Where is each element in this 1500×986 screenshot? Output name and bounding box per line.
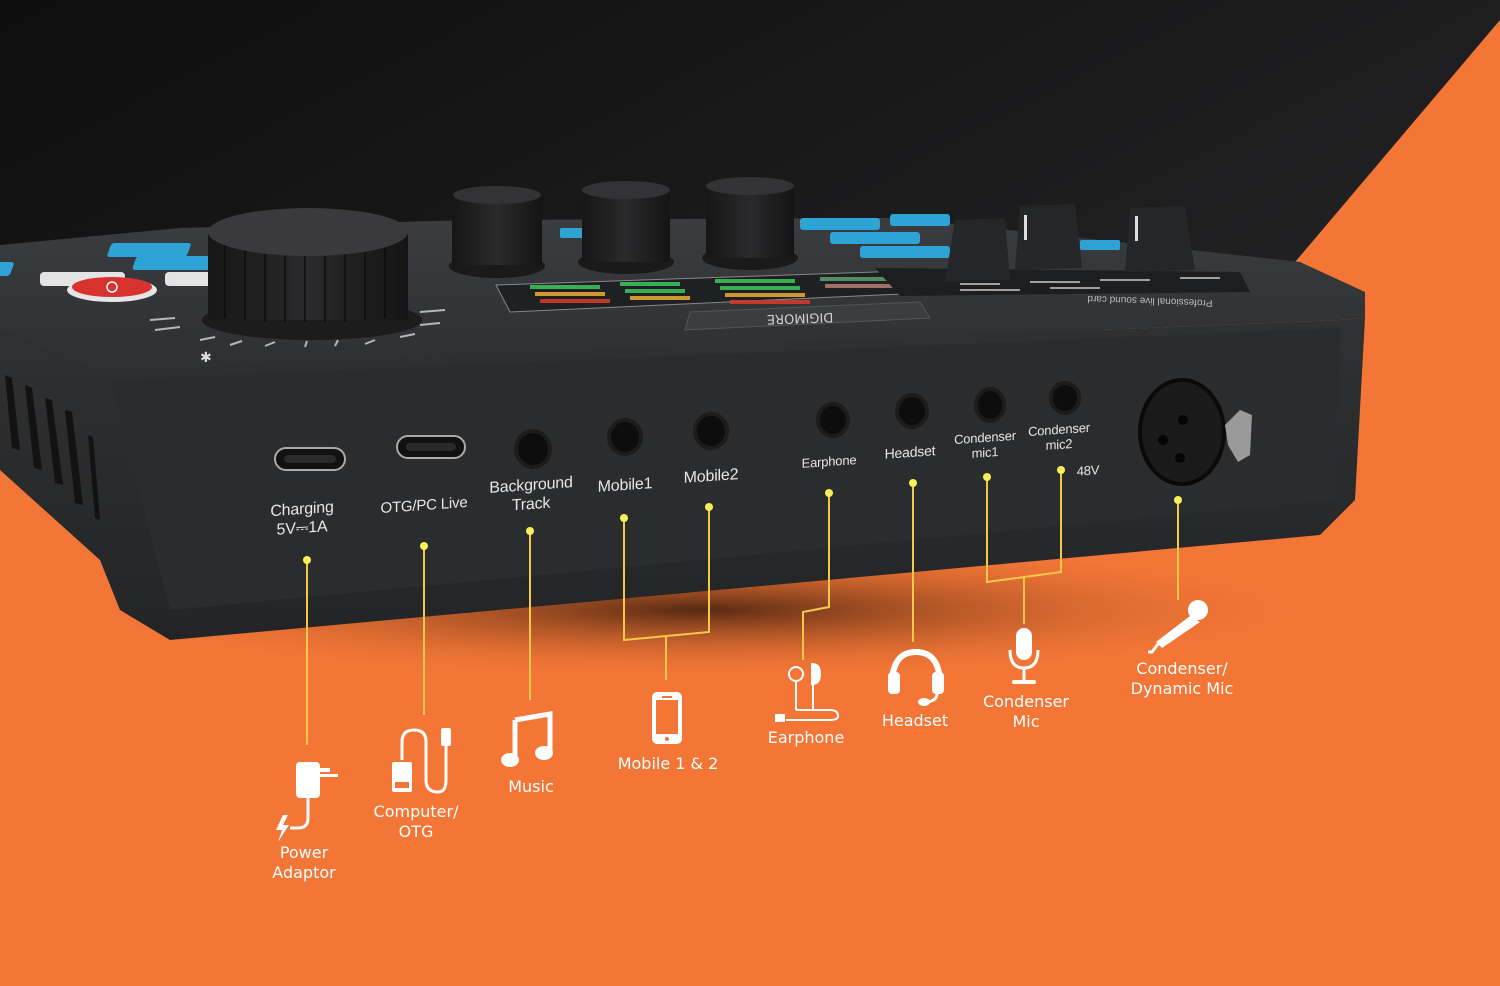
brand-plate: DIGIMORE [684, 301, 931, 331]
device-front-panel [0, 318, 1365, 640]
jack-condenser-mic2 [1049, 381, 1081, 415]
condenser-mic-icon [1008, 628, 1040, 684]
port-label-charging: Charging 5V⎓1A [270, 498, 334, 539]
accessory-label-computer-otg: Computer/ OTG [373, 802, 459, 841]
port-label-48v: 48V [1076, 462, 1100, 479]
leader-dots [303, 466, 1182, 564]
music-note-icon [501, 711, 553, 767]
top-strip-text: Professional live sound card [1087, 293, 1212, 308]
knob-3 [702, 177, 798, 270]
accessory-label-mobile: Mobile 1 & 2 [617, 754, 719, 773]
knob-1 [449, 186, 545, 278]
led-meter-display [495, 269, 946, 313]
jack-headset [895, 393, 929, 429]
earphones-icon [775, 662, 840, 722]
brand-text: DIGIMORE [767, 309, 834, 326]
jack-earphone [816, 402, 850, 438]
usb-cable-icon [392, 728, 451, 794]
accessory-label-power-adaptor: Power Adaptor [272, 843, 336, 882]
accessory-label-dynamic-mic: Condenser/ Dynamic Mic [1130, 659, 1234, 698]
accessory-label-music: Music [508, 777, 554, 796]
power-button [67, 277, 157, 302]
knob-2 [578, 181, 674, 274]
xlr-port [1138, 378, 1252, 486]
jack-mobile1 [607, 418, 643, 456]
accessory-label-earphone: Earphone [767, 728, 845, 747]
accessory-label-headset: Headset [881, 711, 949, 730]
smartphone-icon [652, 692, 682, 744]
port-label-condenser-mic1: Condenser mic1 [954, 427, 1016, 461]
jack-mobile2 [693, 412, 729, 450]
volume-scale [149, 309, 446, 348]
master-volume-knob [202, 208, 422, 340]
usb-c-port-otg [396, 435, 466, 459]
jack-condenser-mic1 [974, 387, 1006, 423]
side-vents [5, 375, 100, 520]
port-label-background-track: Background Track [489, 474, 573, 515]
ports [274, 378, 1252, 486]
usb-c-port-charging [274, 447, 346, 471]
device-top-panel: ✱ [0, 177, 1365, 372]
handheld-mic-icon [1148, 600, 1208, 654]
headset-icon [888, 648, 944, 706]
accessory-label-condenser-mic: Condenser Mic [983, 692, 1069, 731]
fader-strip: Professional live sound card [875, 204, 1250, 308]
leader-lines [306, 470, 1179, 745]
jack-background-track [514, 429, 552, 469]
port-label-condenser-mic2: Condenser mic2 [1028, 419, 1090, 453]
svg-text:✱: ✱ [200, 350, 212, 366]
power-adapter-icon [276, 762, 338, 842]
